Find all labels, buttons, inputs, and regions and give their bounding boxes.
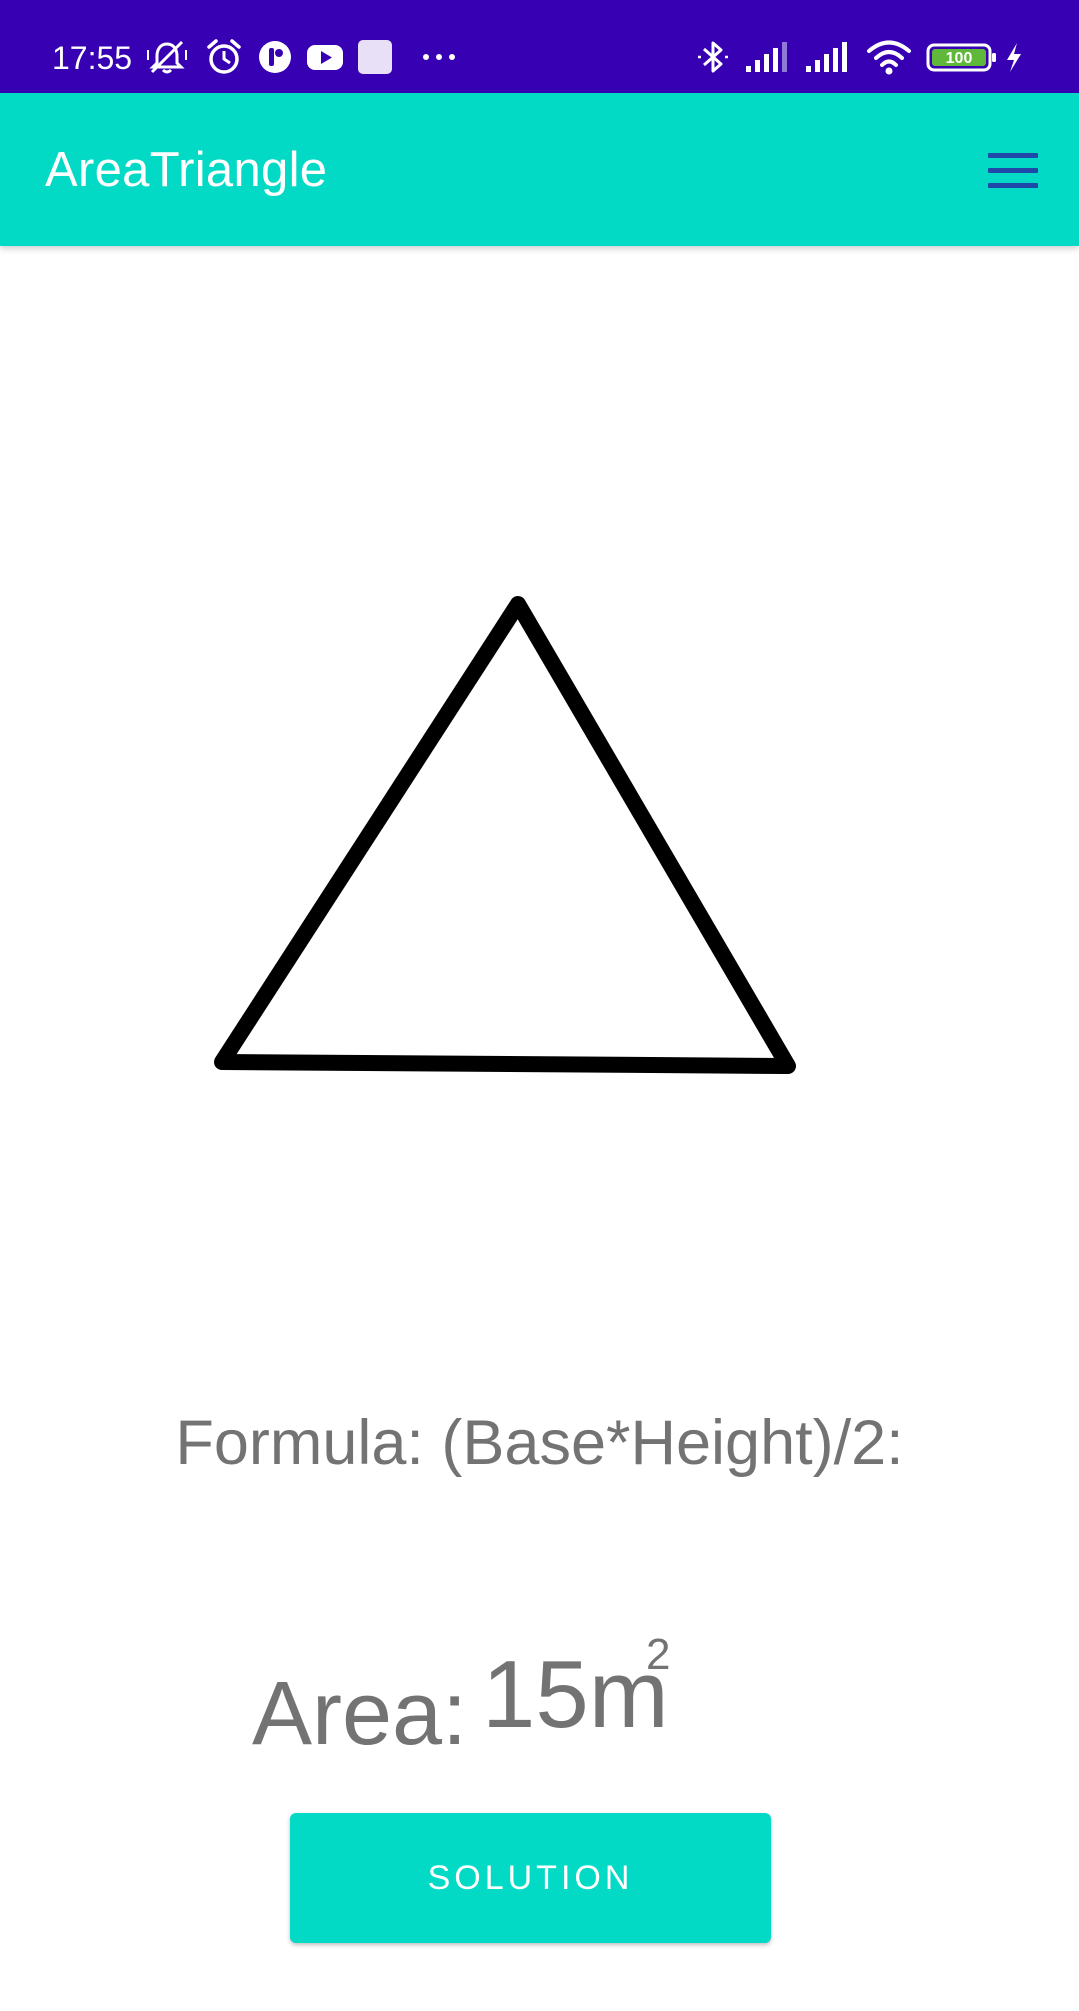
status-bar: 17:55 [0, 0, 1079, 93]
app-square-icon [356, 38, 394, 76]
app-title: AreaTriangle [45, 143, 328, 197]
status-time: 17:55 [52, 40, 133, 76]
app-notification-icon [258, 38, 292, 76]
signal-icon [744, 38, 794, 76]
app-bar: AreaTriangle [0, 93, 1079, 246]
alarm-icon [204, 38, 244, 76]
mute-icon [146, 38, 188, 76]
svg-text:100: 100 [946, 50, 973, 67]
hamburger-menu-icon[interactable] [980, 143, 1046, 199]
area-value: 15m [482, 1641, 669, 1748]
charging-icon [1002, 38, 1026, 76]
battery-icon: 100 [926, 38, 998, 76]
area-result: Area: 15m 2 [250, 1630, 850, 1764]
triangle-image [200, 580, 820, 1100]
more-dots-icon [420, 38, 458, 76]
area-label: Area: [252, 1664, 468, 1764]
wifi-icon [866, 38, 912, 76]
solution-button[interactable]: SOLUTION [290, 1813, 771, 1943]
area-unit-exponent: 2 [646, 1630, 671, 1679]
signal-icon [804, 38, 854, 76]
bluetooth-icon [694, 38, 732, 76]
youtube-icon [305, 38, 345, 76]
formula-label: Formula: (Base*Height)/2: [175, 1408, 904, 1478]
